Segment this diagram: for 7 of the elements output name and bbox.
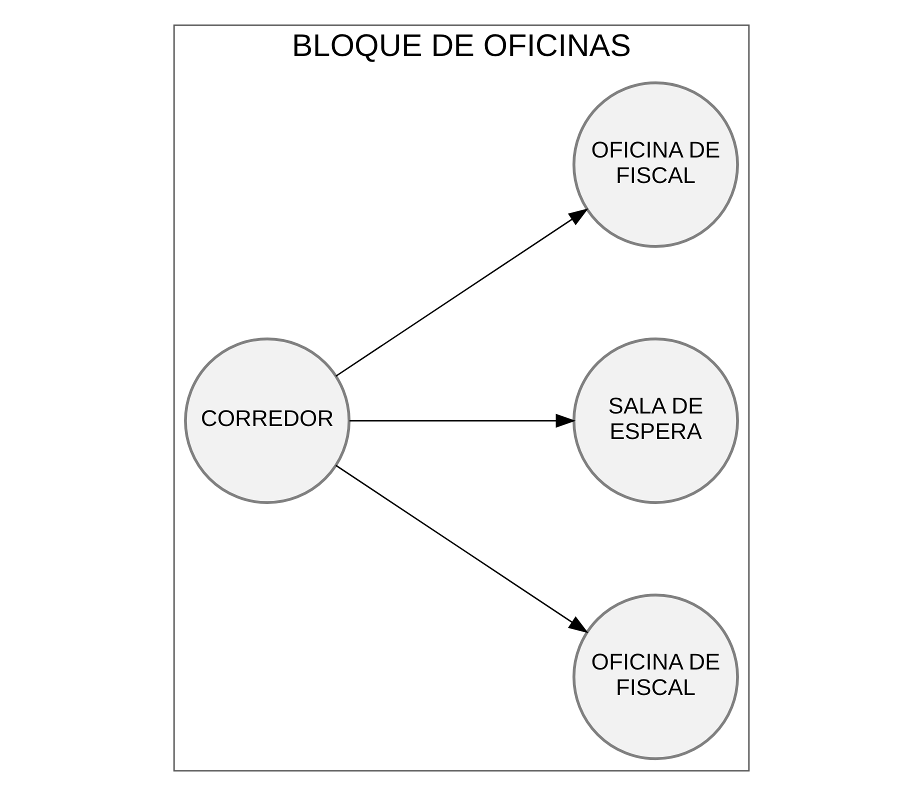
arrow: [349, 414, 576, 428]
arrow: [334, 464, 588, 634]
node-circle: OFICINA DE FISCAL: [572, 594, 738, 760]
node-circle: SALA DE ESPERA: [572, 338, 738, 504]
node-circle: OFICINA DE FISCAL: [572, 81, 738, 248]
arrow: [334, 208, 588, 377]
node-circle: CORREDOR: [184, 338, 350, 504]
